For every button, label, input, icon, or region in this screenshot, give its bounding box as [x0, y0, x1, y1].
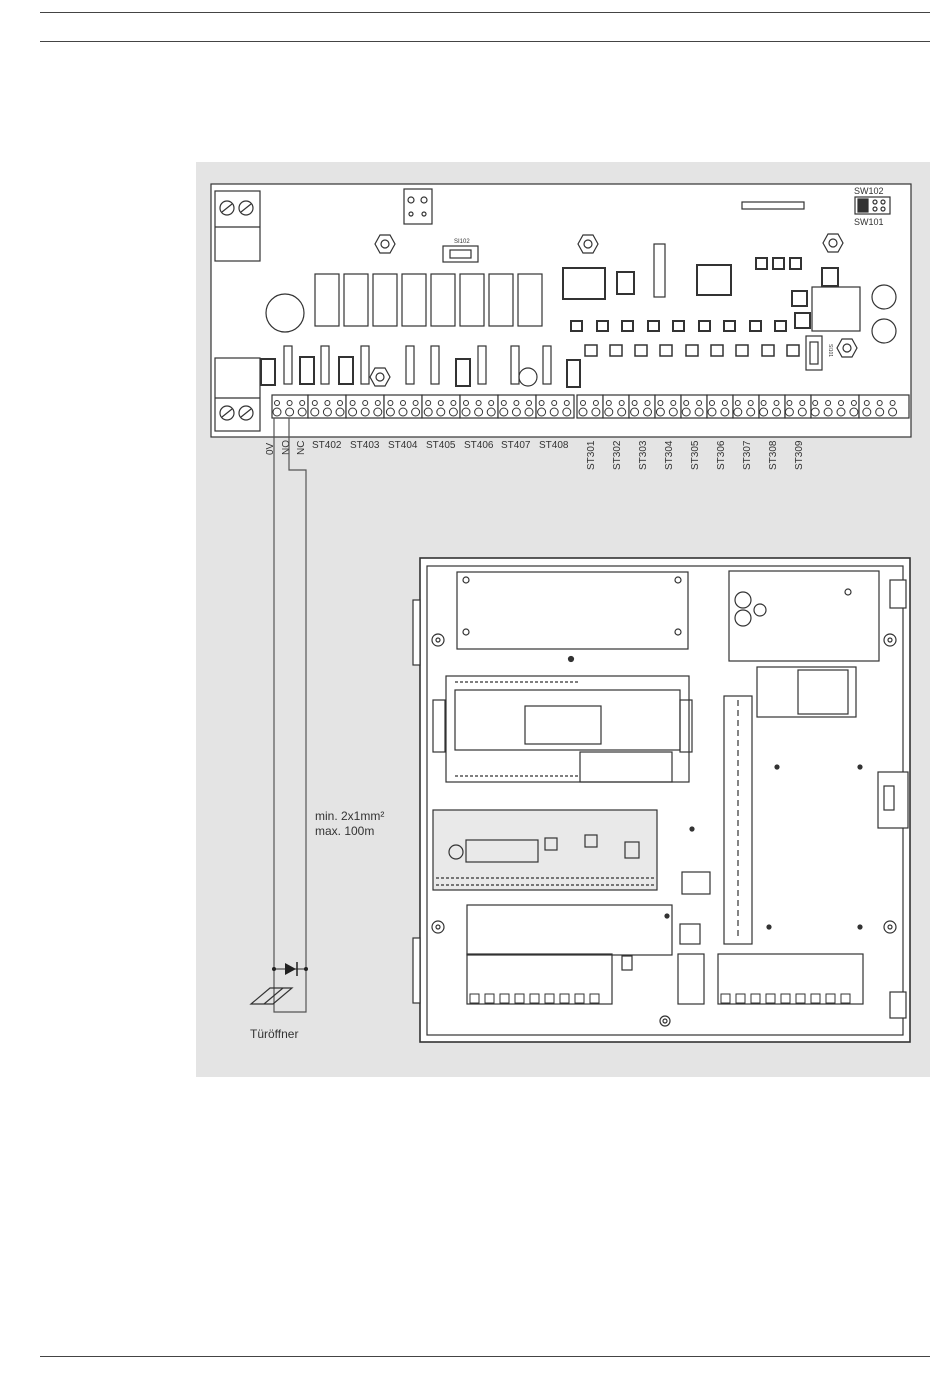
- terminal-label-st308: ST308: [768, 440, 779, 470]
- terminal-label-st305: ST305: [690, 440, 701, 470]
- housing: [413, 558, 910, 1042]
- terminal-label-st402: ST402: [312, 440, 342, 451]
- terminal-label-st304: ST304: [664, 440, 675, 470]
- sw101-label: SW101: [854, 217, 884, 227]
- door-opener-label: Türöffner: [250, 1027, 298, 1041]
- terminal-label-st408: ST408: [539, 440, 569, 451]
- terminal-label-no: NO: [281, 440, 292, 455]
- terminal-blocks: [272, 395, 909, 418]
- si102-label: SI102: [454, 239, 470, 245]
- sw102-label: SW102: [854, 186, 884, 196]
- terminal-label-st302: ST302: [612, 440, 623, 470]
- terminal-label-st407: ST407: [501, 440, 531, 451]
- si101-label: SI101: [827, 344, 833, 357]
- terminal-label-st301: ST301: [586, 440, 597, 470]
- terminal-label-st406: ST406: [464, 440, 494, 451]
- terminal-label-st404: ST404: [388, 440, 418, 451]
- terminal-label-nc: NC: [296, 441, 307, 455]
- terminal-label-st309: ST309: [794, 440, 805, 470]
- terminal-label-st306: ST306: [716, 440, 727, 470]
- terminal-label-st405: ST405: [426, 440, 456, 451]
- terminal-label-st303: ST303: [638, 440, 649, 470]
- terminal-label-st403: ST403: [350, 440, 380, 451]
- cable-spec-max: max. 100m: [315, 824, 374, 838]
- circuit-board: [211, 184, 911, 437]
- cable-spec-min: min. 2x1mm²: [315, 809, 384, 823]
- terminal-label-st307: ST307: [742, 440, 753, 470]
